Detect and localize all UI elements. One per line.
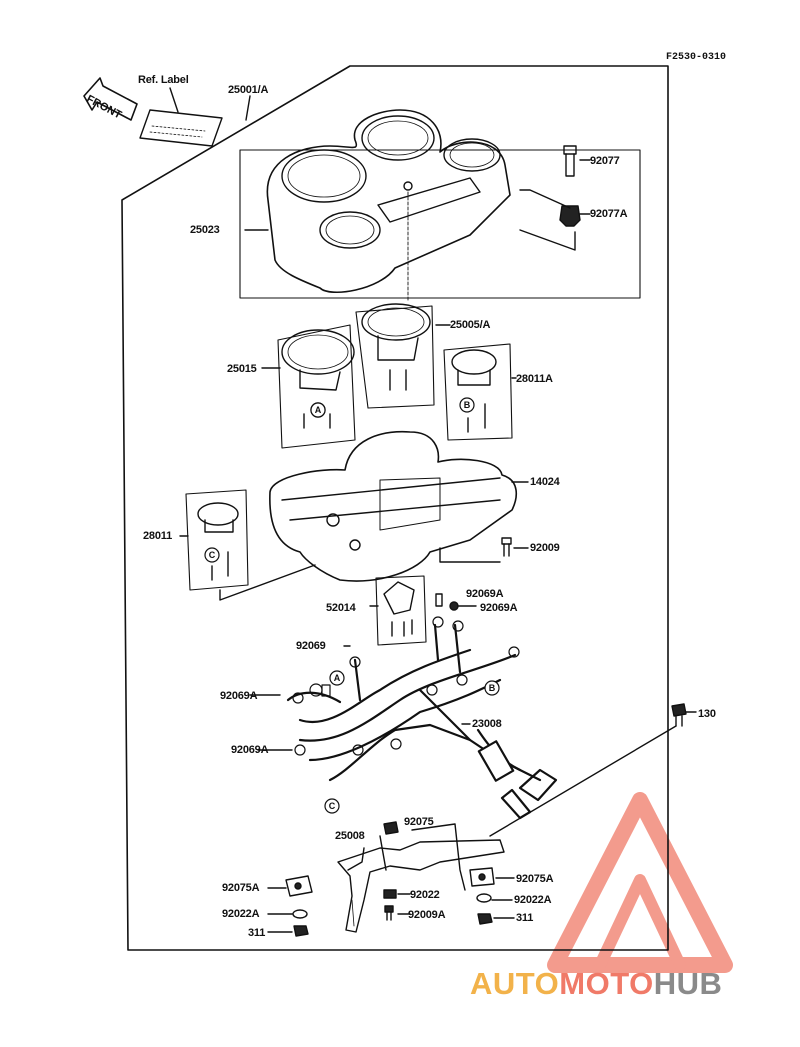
watermark-logo [547, 792, 733, 973]
diagram-code: F2530-0310 [665, 52, 726, 63]
meter-case-14024 [269, 430, 529, 582]
part-label-23008: 23008 [472, 718, 502, 730]
part-label-92022a-left: 92022A [222, 908, 260, 920]
part-label-130: 130 [698, 708, 716, 720]
rubber-mount-92075 [383, 821, 399, 835]
part-label-25008: 25008 [335, 830, 365, 842]
washer-92022A [267, 893, 513, 919]
collar-92022 [383, 889, 411, 899]
speedometer-25015 [261, 324, 356, 449]
watermark-part-auto: AUTO [470, 966, 560, 1001]
rubber-mount-92075A-right [469, 867, 515, 887]
bracket-25008 [337, 823, 505, 933]
gauge-28011A [443, 343, 517, 441]
watermark-part-hub: HUB [653, 966, 723, 1001]
part-label-25015: 25015 [227, 363, 257, 375]
part-label-92022a-right: 92022A [514, 894, 552, 906]
ref-label-plate [139, 109, 223, 147]
screw-92009A [384, 905, 411, 921]
part-label-311-right: 311 [516, 912, 534, 924]
part-label-92069a-3: 92069A [220, 690, 258, 702]
part-label-28011: 28011 [143, 530, 172, 542]
part-label-92077: 92077 [590, 155, 620, 167]
part-label-92009a: 92009A [408, 909, 446, 921]
front-arrow [83, 77, 138, 121]
connector-mark-a: A [315, 405, 322, 415]
part-label-92009: 92009 [530, 542, 560, 554]
grommet-92077A [559, 205, 591, 227]
part-label-92069: 92069 [296, 640, 326, 652]
connector-mark-a: A [334, 673, 341, 683]
part-label-311-left: 311 [248, 927, 266, 939]
wire-harness-23008 [286, 623, 558, 820]
bolt-130 [489, 703, 687, 837]
bulb-92069A [435, 593, 477, 611]
nut-311 [267, 913, 515, 937]
rubber-mount-92075A-left [267, 875, 313, 897]
part-label-92069a-1: 92069A [466, 588, 504, 600]
ref-label-text: Ref. Label [138, 74, 189, 86]
part-label-25005a: 25005/A [450, 319, 491, 331]
part-label-25023: 25023 [190, 224, 220, 236]
screw-92009 [501, 537, 529, 557]
part-label-52014: 52014 [326, 602, 356, 614]
assembly-frame [121, 65, 669, 951]
part-label-28011a: 28011A [516, 373, 553, 385]
gauge-28011 [179, 489, 316, 601]
part-label-92075: 92075 [404, 816, 434, 828]
part-label-25001a: 25001/A [228, 84, 269, 96]
part-label-92069a-4: 92069A [231, 744, 269, 756]
connector-mark-c: C [209, 550, 216, 560]
screw-92077 [563, 145, 591, 177]
part-label-92069a-2: 92069A [480, 602, 518, 614]
part-label-92077a: 92077A [590, 208, 628, 220]
connector-mark-c: C [329, 801, 336, 811]
part-label-14024: 14024 [530, 476, 560, 488]
connector-mark-b: B [489, 683, 496, 693]
part-label-92075a-right: 92075A [516, 873, 554, 885]
part-label-92075a-left: 92075A [222, 882, 260, 894]
meter-cover-25023 [239, 109, 641, 299]
part-label-92022: 92022 [410, 889, 440, 901]
socket-52014 [369, 575, 427, 646]
tachometer-25005A [355, 191, 451, 409]
watermark-text: AUTOMOTOHUB [470, 966, 722, 1002]
connector-mark-b: B [464, 400, 471, 410]
watermark-part-moto: MOTO [559, 966, 654, 1001]
